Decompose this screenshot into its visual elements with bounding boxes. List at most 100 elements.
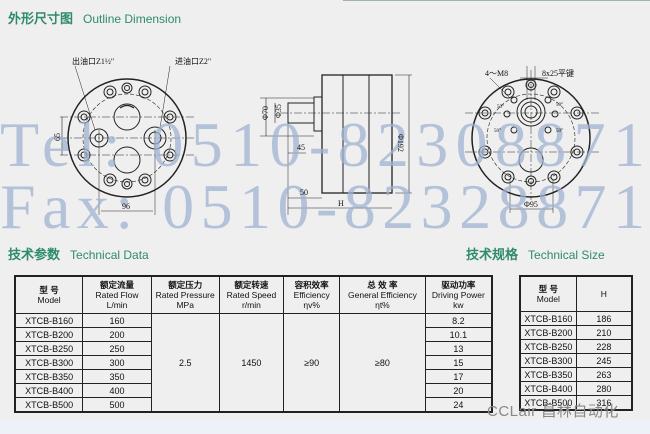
tech-data-title-en: Technical Data (70, 248, 149, 262)
outline-title-cn: 外形尺寸图 (8, 11, 74, 26)
model-cell: XTCB-B300 (14, 355, 84, 370)
flow-cell: 400 (82, 383, 152, 398)
pressure-cell: 2.5 (150, 313, 220, 413)
flow-cell: 200 (82, 327, 152, 342)
flow-cell: 160 (82, 313, 152, 328)
side-view-drawing (260, 74, 412, 215)
dim-phi192-label: Φ192 (396, 134, 405, 152)
h-cell: 263 (575, 367, 633, 382)
dim-65-label: 65 (53, 133, 62, 141)
table-row: XTCB-B160 160 2.5 1450 ≥90 ≥80 8.2 (14, 313, 493, 413)
angle-label: 50° (494, 129, 501, 134)
h-cell: 210 (575, 325, 633, 340)
bolts-label: 4～M8 (485, 69, 508, 78)
inlet-label: 进油口Z2" (175, 56, 211, 66)
model-cell: XTCB-B350 (14, 369, 84, 384)
watermark-brand: CCLair 昌林自动化 (487, 403, 619, 420)
flow-cell: 350 (82, 369, 152, 384)
h-cell: 316 (575, 395, 633, 411)
flow-cell: 500 (82, 397, 152, 413)
tech-data-heading: 技术参数 Technical Data (8, 244, 149, 263)
outline-title-en: Outline Dimension (83, 12, 182, 26)
bottom-band (0, 420, 650, 434)
model-cell: XTCB-B400 (519, 381, 577, 396)
power-cell: 10.1 (424, 327, 493, 342)
angle-label: 50° (497, 105, 504, 110)
tech-size-title-en: Technical Size (528, 248, 605, 262)
model-cell: XTCB-B200 (14, 327, 84, 342)
model-cell: XTCB-B400 (14, 383, 84, 398)
vol-efficiency-cell: ≥90 (283, 313, 341, 413)
dim-50-label: 50 (300, 188, 308, 197)
model-cell: XTCB-B250 (519, 339, 577, 354)
power-cell: 20 (424, 383, 493, 398)
outline-heading: 外形尺寸图 Outline Dimension (8, 8, 181, 27)
tech-size-title-cn: 技术规格 (466, 247, 519, 262)
key-label: 8x25平键 (542, 68, 574, 78)
model-cell: XTCB-B200 (519, 325, 577, 340)
front-view-drawing (60, 65, 195, 215)
power-cell: 13 (424, 341, 493, 356)
model-cell: XTCB-B500 (14, 397, 84, 413)
dim-phi35-label: Φ35 (274, 104, 283, 118)
power-cell: 24 (424, 397, 493, 413)
dim-45-label: 45 (297, 143, 305, 152)
dim-96-label: 96 (122, 202, 130, 211)
h-cell: 245 (575, 353, 633, 368)
rear-view-drawing (465, 66, 600, 213)
dim-h-label: H (338, 199, 344, 208)
h-cell: 280 (575, 381, 633, 396)
flow-cell: 300 (82, 355, 152, 370)
speed-cell: 1450 (218, 313, 285, 413)
model-cell: XTCB-B350 (519, 367, 577, 382)
model-cell: XTCB-B160 (14, 313, 84, 328)
dim-phi70-label: Φ70 (261, 106, 270, 120)
angle-label: 50° (556, 129, 563, 134)
power-cell: 15 (424, 355, 493, 370)
watermark-phone: Tel: 0510-82308871 Fax: 0510-82328871 (0, 109, 645, 242)
tech-data-title-cn: 技术参数 (8, 247, 61, 262)
flow-cell: 250 (82, 341, 152, 356)
h-cell: 228 (575, 339, 633, 354)
watermark-tel: Tel: 0510-82308871 (0, 109, 645, 180)
angle-label: 50° (556, 103, 563, 108)
h-cell: 186 (575, 311, 633, 326)
tech-size-heading: 技术规格 Technical Size (466, 244, 605, 263)
outlet-label: 出油口Z1½" (72, 56, 114, 66)
model-cell: XTCB-B300 (519, 353, 577, 368)
dim-phi95-label: Φ95 (524, 200, 538, 209)
power-cell: 17 (424, 369, 493, 384)
gen-efficiency-cell: ≥80 (339, 313, 426, 413)
power-cell: 8.2 (424, 313, 493, 328)
model-cell: XTCB-B160 (519, 311, 577, 326)
dimension-labels: 出油口Z1½" 进油口Z2" 65 96 Φ70 Φ35 Φ192 45 50 … (53, 56, 574, 211)
model-cell: XTCB-B250 (14, 341, 84, 356)
watermark-fax: Fax: 0510-82328871 (0, 171, 645, 242)
